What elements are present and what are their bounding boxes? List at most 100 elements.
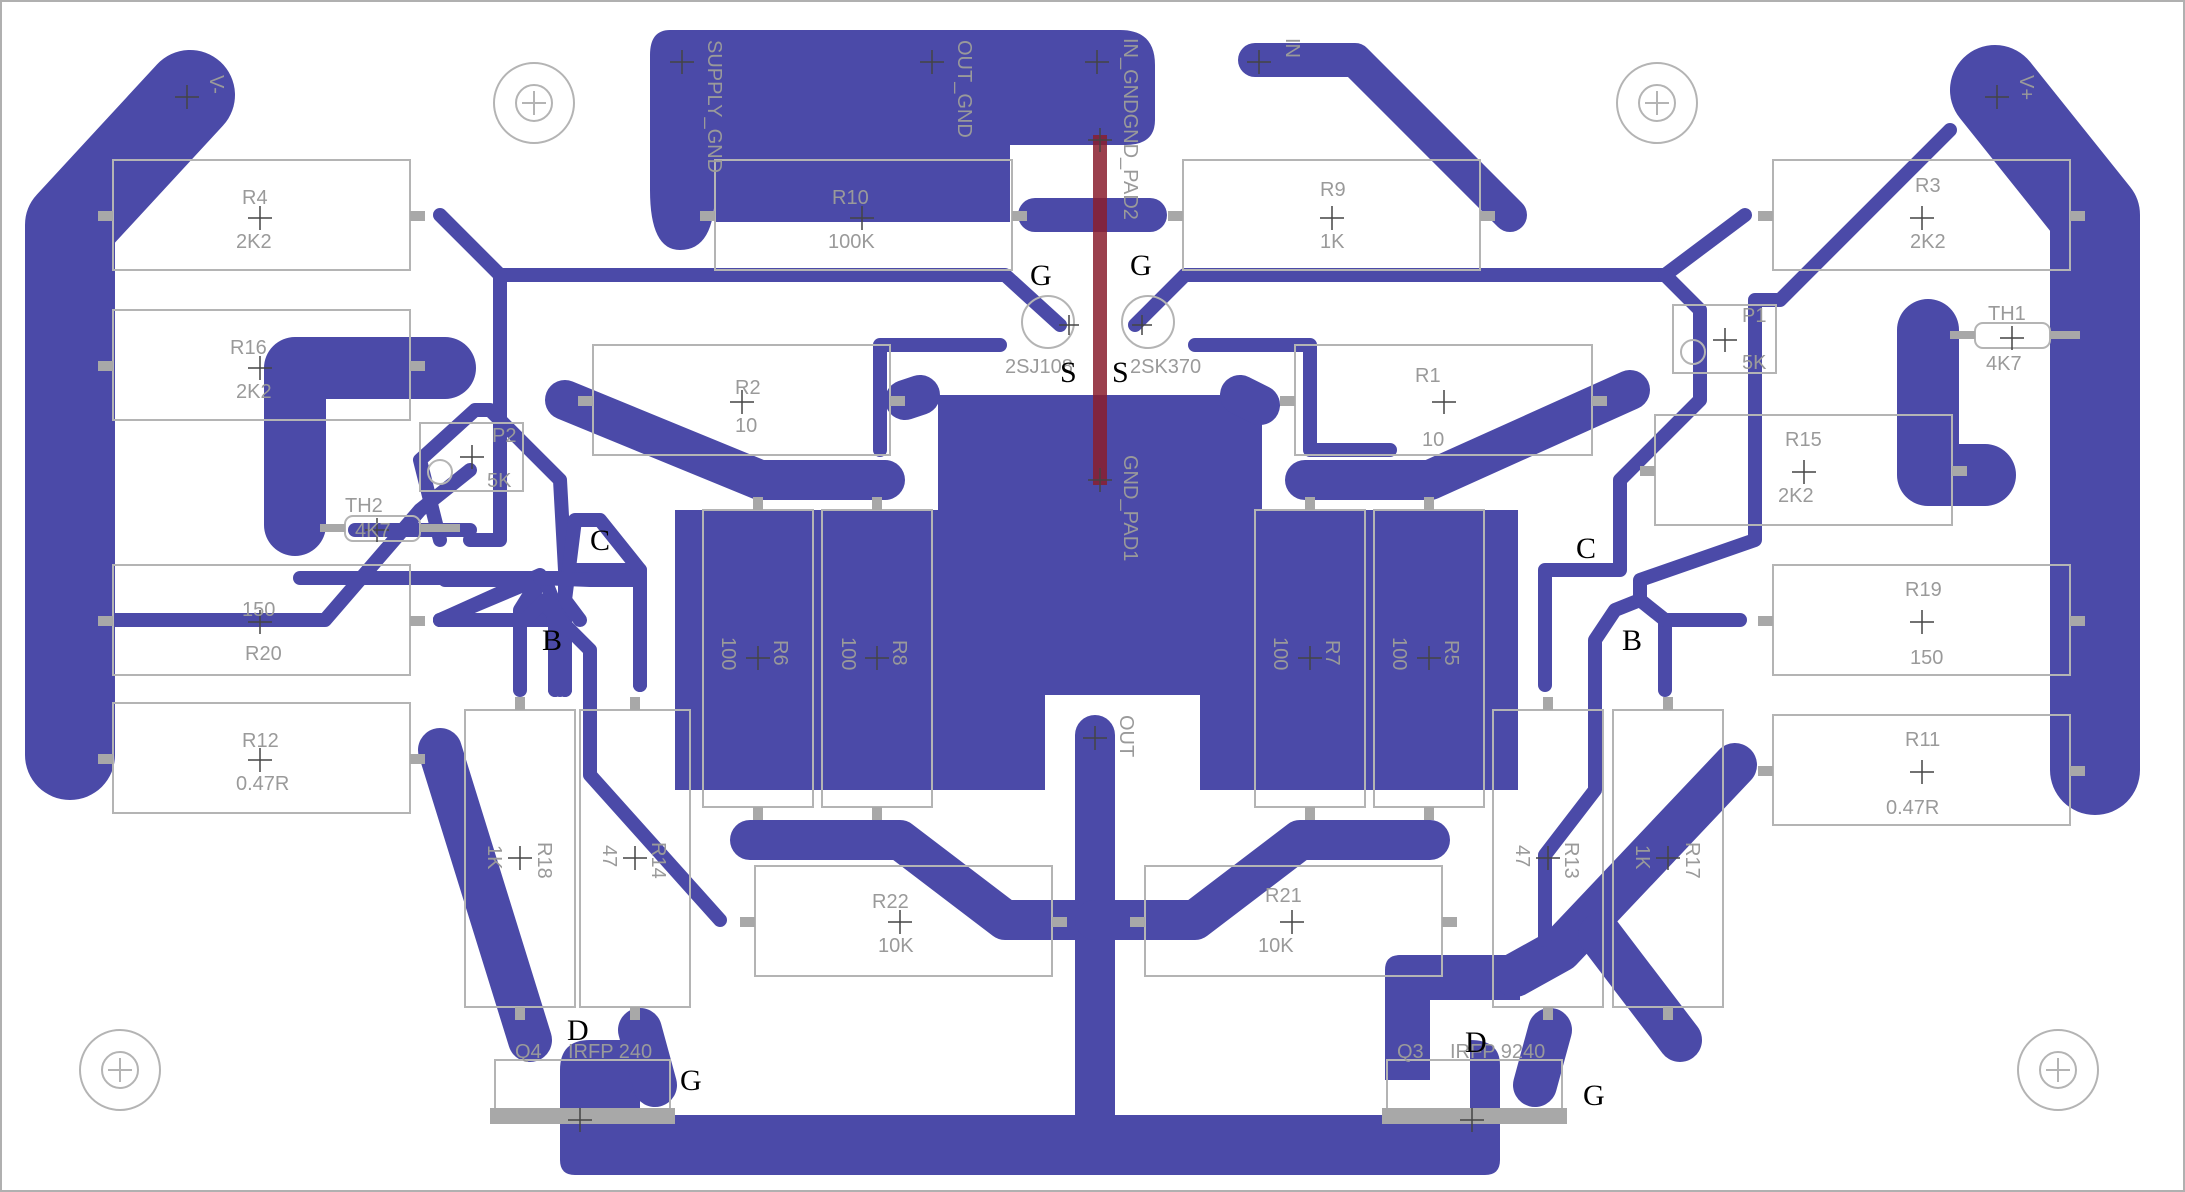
label-r5-name: R5 [1440, 640, 1462, 666]
label-r16-value: 2K2 [236, 381, 272, 403]
pad-label-in-gnd-pad2: IN_GNDGND_PAD2 [1119, 38, 1141, 220]
outline-q1 [1121, 295, 1175, 349]
pin-b-left: B [542, 624, 562, 657]
trace-center-pad [675, 395, 1518, 790]
copper-layer [25, 30, 2140, 1175]
pad-label-v-plus: V+ [2015, 75, 2037, 100]
label-r3-name: R3 [1915, 175, 1941, 197]
label-p1-name: P1 [1742, 305, 1766, 327]
mounting-hole-icon [2017, 1029, 2099, 1111]
outline-p1 [1672, 304, 1777, 374]
label-r2-value: 10 [735, 415, 757, 437]
pad-stubs [98, 211, 2085, 1020]
label-r11-name: R11 [1905, 729, 1940, 751]
label-r21-value: 10K [1258, 935, 1294, 957]
p2-wiper-icon [427, 459, 453, 485]
label-r13-value: 47 [1511, 845, 1533, 867]
outline-p2 [419, 422, 524, 492]
label-r17-name: R17 [1681, 842, 1703, 879]
label-r5-value: 100 [1388, 637, 1410, 670]
label-r19-name: R19 [1905, 579, 1942, 601]
label-p1-value: 5K [1742, 352, 1767, 374]
pin-c-left: C [590, 524, 610, 557]
label-r8-value: 100 [837, 637, 859, 670]
pin-d-q3: D [1465, 1026, 1487, 1059]
label-r15-name: R15 [1785, 429, 1822, 451]
pad-label-in: IN [1281, 38, 1303, 58]
trace-v-minus-rail [25, 50, 235, 800]
label-r3-value: 2K2 [1910, 231, 1946, 253]
label-r6-value: 100 [717, 637, 739, 670]
p1-wiper-icon [1680, 339, 1706, 365]
label-r22-value: 10K [878, 935, 914, 957]
label-r14-name: R14 [647, 842, 669, 879]
pin-g-q3: G [1583, 1079, 1605, 1112]
pin-s-q1: S [1112, 356, 1129, 389]
label-r16-name: R16 [230, 337, 267, 359]
label-th1-name: TH1 [1988, 303, 2026, 325]
trace-bottom-bus [560, 1040, 1500, 1175]
label-q3-value: IRFP 9240 [1450, 1041, 1545, 1063]
label-q2-value: 2SJ108 [1005, 356, 1073, 378]
label-r12-value: 0.47R [236, 773, 289, 795]
mounting-hole-icon [1616, 62, 1698, 144]
label-r9-value: 1K [1320, 231, 1345, 253]
label-r4-value: 2K2 [236, 231, 272, 253]
label-r20-name: R20 [245, 643, 282, 665]
pad-label-out-gnd: OUT_GND [953, 40, 975, 138]
trace-q4-drain [418, 728, 552, 1062]
label-r19-value: 150 [1910, 647, 1943, 669]
pad-label-supply-gnd: SUPPLY_GND [703, 40, 725, 173]
pin-g-q1: G [1130, 249, 1152, 282]
pin-s-q2: S [1060, 356, 1077, 389]
pin-annotations: G G S S C C B B D D G G [542, 249, 1642, 1112]
pad-label-out: OUT [1115, 715, 1137, 757]
label-q3-name: Q3 [1397, 1041, 1424, 1063]
trace-input [1238, 43, 1527, 232]
pin-b-right: B [1622, 624, 1642, 657]
q3-tab [1382, 1108, 1567, 1124]
trace-th1-block [1897, 299, 2016, 506]
label-q1-value: 2SK370 [1130, 356, 1201, 378]
pin-g-q4: G [680, 1064, 702, 1097]
label-th2-name: TH2 [345, 495, 383, 517]
trace-center-ear-r [1220, 375, 1280, 425]
label-r7-value: 100 [1269, 637, 1291, 670]
pad-label-gnd-pad1: GND_PAD1 [1119, 455, 1141, 561]
label-r17-value: 1K [1631, 845, 1653, 870]
outline-r12 [112, 702, 411, 814]
label-r1-value: 10 [1422, 429, 1444, 451]
label-r20-value: 150 [242, 599, 275, 621]
label-r10-name: R10 [832, 187, 869, 209]
label-r10-value: 100K [828, 231, 875, 253]
label-r22-name: R22 [872, 891, 909, 913]
label-p2-value: 5K [487, 470, 512, 492]
label-r18-value: 1K [483, 845, 505, 870]
trace-q3-gate [1513, 1008, 1572, 1107]
label-th2-value: 4K7 [355, 520, 391, 542]
mounting-hole-icon [493, 62, 575, 144]
q4-tab [490, 1108, 675, 1124]
trace-center-ear-l [885, 375, 940, 420]
outline-q2 [1021, 295, 1075, 349]
trace-q4-gate [618, 1008, 677, 1107]
label-r7-name: R7 [1321, 640, 1343, 666]
label-r9-name: R9 [1320, 179, 1346, 201]
trace-q3-diag [1493, 743, 1757, 997]
label-r8-name: R8 [888, 640, 910, 666]
trace-r2 [545, 380, 905, 500]
label-r2-name: R2 [735, 377, 761, 399]
trace-v-plus-rail [1950, 45, 2140, 815]
pad-label-v-minus: V- [205, 75, 227, 94]
trace-q3-block [1385, 955, 1520, 1080]
trace-r1 [1285, 370, 1650, 500]
trace-r22 [730, 820, 1115, 940]
label-r18-name: R18 [533, 842, 555, 879]
label-r11-value: 0.47R [1886, 797, 1939, 819]
mounting-holes [79, 62, 2099, 1111]
pin-c-right: C [1576, 532, 1596, 565]
right-signal-traces [1128, 123, 1957, 947]
label-r14-value: 47 [598, 845, 620, 867]
label-r12-name: R12 [242, 730, 279, 752]
